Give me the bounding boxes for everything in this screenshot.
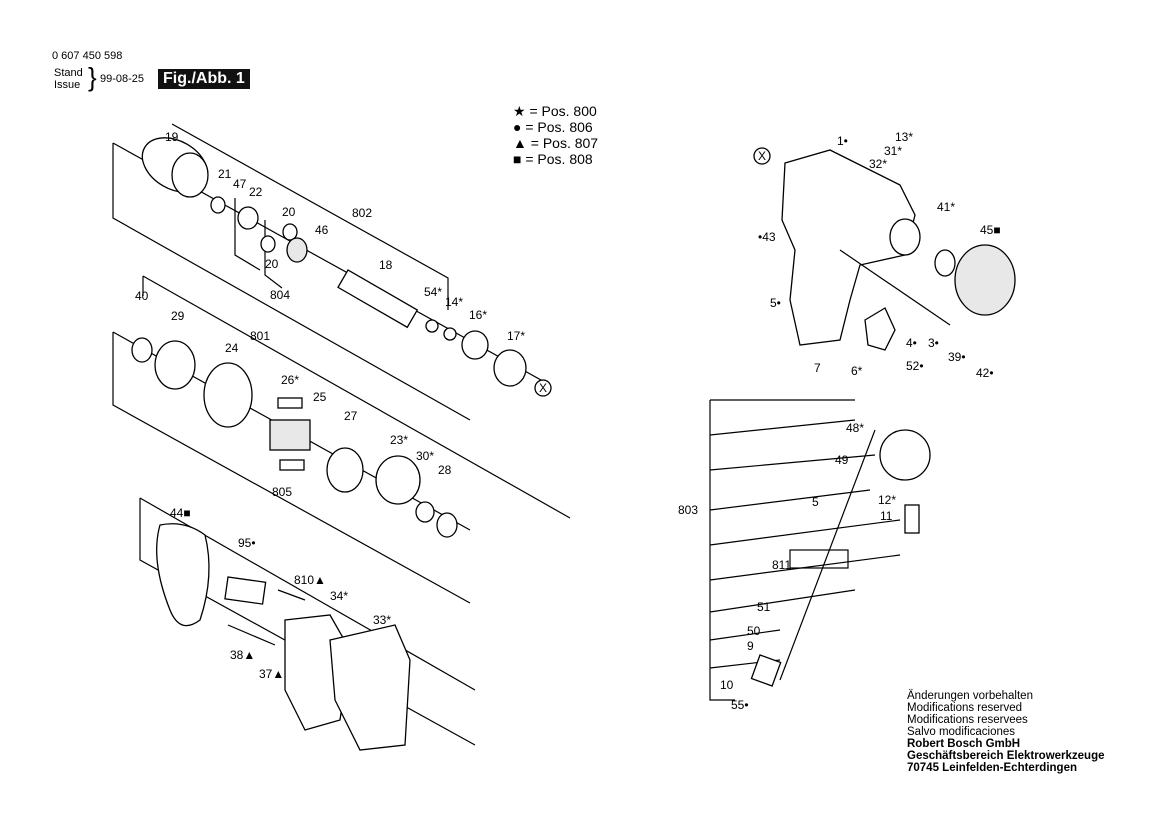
label-804: 804 xyxy=(270,288,290,302)
label-28: 28 xyxy=(438,463,452,477)
label-1: 1• xyxy=(837,134,848,148)
stand-issue-label: Stand Issue xyxy=(54,67,83,91)
legend-item: ■ = Pos. 808 xyxy=(513,151,598,167)
label-49: 49 xyxy=(835,453,849,467)
legend-item: ★ = Pos. 800 xyxy=(513,103,598,119)
label-30: 30* xyxy=(416,449,434,463)
footer-line: Änderungen vorbehalten xyxy=(907,690,1033,702)
label-16: 16* xyxy=(469,308,487,322)
label-42: 42• xyxy=(976,366,994,380)
label-31: 31* xyxy=(884,144,902,158)
label-37: 37▲ xyxy=(259,667,284,681)
label-46: 46 xyxy=(315,223,329,237)
label-801: 801 xyxy=(250,329,270,343)
parts-lower xyxy=(156,523,411,751)
label-x: X xyxy=(539,381,547,395)
label-803: 803 xyxy=(678,503,698,517)
parts-middle xyxy=(131,337,458,538)
footer-line: Modifications reservees xyxy=(907,714,1028,726)
square-icon: ■ xyxy=(513,151,522,167)
label-52: 52• xyxy=(906,359,924,373)
label-54: 54* xyxy=(424,285,442,299)
label-4: 4• xyxy=(906,336,917,350)
company-division: Geschäftsbereich Elektrowerkzeuge xyxy=(907,750,1105,762)
label-9: 9 xyxy=(747,639,754,653)
legend-item: ▲ = Pos. 807 xyxy=(513,135,598,151)
brace-icon: } xyxy=(88,62,97,92)
footer-line: Modifications reserved xyxy=(907,702,1023,714)
document-number: 0 607 450 598 xyxy=(52,50,123,62)
company-name: Robert Bosch GmbH xyxy=(907,738,1021,750)
legend-text: = Pos. 808 xyxy=(525,151,593,167)
label-45: 45■ xyxy=(980,223,1001,237)
stand-label: Stand xyxy=(54,67,83,79)
label-26: 26* xyxy=(281,373,299,387)
label-41: 41* xyxy=(937,200,955,214)
label-20: 20 xyxy=(282,205,296,219)
label-5: 5 xyxy=(812,495,819,509)
label-34: 34* xyxy=(330,589,348,603)
legend-item: ● = Pos. 806 xyxy=(513,119,598,135)
figure-label: Fig./Abb. 1 xyxy=(158,69,250,89)
label-802: 802 xyxy=(352,206,372,220)
label-33: 33* xyxy=(373,613,391,627)
label-29: 29 xyxy=(171,309,185,323)
label-13: 13* xyxy=(895,130,913,144)
label-22: 22 xyxy=(249,185,263,199)
label-47: 47 xyxy=(233,177,247,191)
label-12: 12* xyxy=(878,493,896,507)
dot-icon: ● xyxy=(513,119,522,135)
label-32: 32* xyxy=(869,157,887,171)
footer-notice: Änderungen vorbehalten Modifications res… xyxy=(907,690,1105,774)
label-14: 14* xyxy=(445,295,463,309)
label-18: 18 xyxy=(379,258,393,272)
triangle-icon: ▲ xyxy=(513,135,527,151)
label-810: 810▲ xyxy=(294,573,326,587)
part-labels: 19 21 47 22 20 46 802 20 18 804 54* 14* … xyxy=(135,130,1001,712)
label-811: 811 xyxy=(772,558,791,572)
legend-text: = Pos. 806 xyxy=(525,119,593,135)
parts-right xyxy=(534,147,1016,687)
label-21: 21 xyxy=(218,167,232,181)
label-51: 51 xyxy=(757,600,771,614)
label-39: 39• xyxy=(948,350,966,364)
label-19: 19 xyxy=(165,130,179,144)
legend-text: = Pos. 807 xyxy=(530,135,599,151)
label-6: 6* xyxy=(851,364,863,378)
star-icon: ★ xyxy=(513,103,526,119)
company-address: 70745 Leinfelden-Echterdingen xyxy=(907,762,1077,774)
label-55: 55• xyxy=(731,698,749,712)
legend-text: = Pos. 800 xyxy=(529,103,597,119)
label-38: 38▲ xyxy=(230,648,255,662)
label-50: 50 xyxy=(747,624,761,638)
label-23: 23* xyxy=(390,433,408,447)
label-5: 5• xyxy=(770,296,781,310)
parts-upper xyxy=(141,137,527,387)
issue-label: Issue xyxy=(54,79,81,91)
label-25: 25 xyxy=(313,390,327,404)
label-20: 20 xyxy=(265,257,279,271)
label-3: 3• xyxy=(928,336,939,350)
label-11: 11 xyxy=(880,509,893,523)
label-27: 27 xyxy=(344,409,358,423)
label-44: 44■ xyxy=(170,506,191,520)
issue-date: 99-08-25 xyxy=(100,73,145,85)
symbol-legend: ★ = Pos. 800 ● = Pos. 806 ▲ = Pos. 807 ■… xyxy=(513,103,598,167)
label-805: 805 xyxy=(272,485,292,499)
label-48: 48* xyxy=(846,421,864,435)
label-95: 95• xyxy=(238,536,256,550)
label-40: 40 xyxy=(135,289,149,303)
footer-line: Salvo modificaciones xyxy=(907,726,1016,738)
label-7: 7 xyxy=(814,361,821,375)
label-x: X xyxy=(758,149,766,163)
label-17: 17* xyxy=(507,329,525,343)
label-24: 24 xyxy=(225,341,239,355)
label-43: •43 xyxy=(758,230,776,244)
label-10: 10 xyxy=(720,678,734,692)
